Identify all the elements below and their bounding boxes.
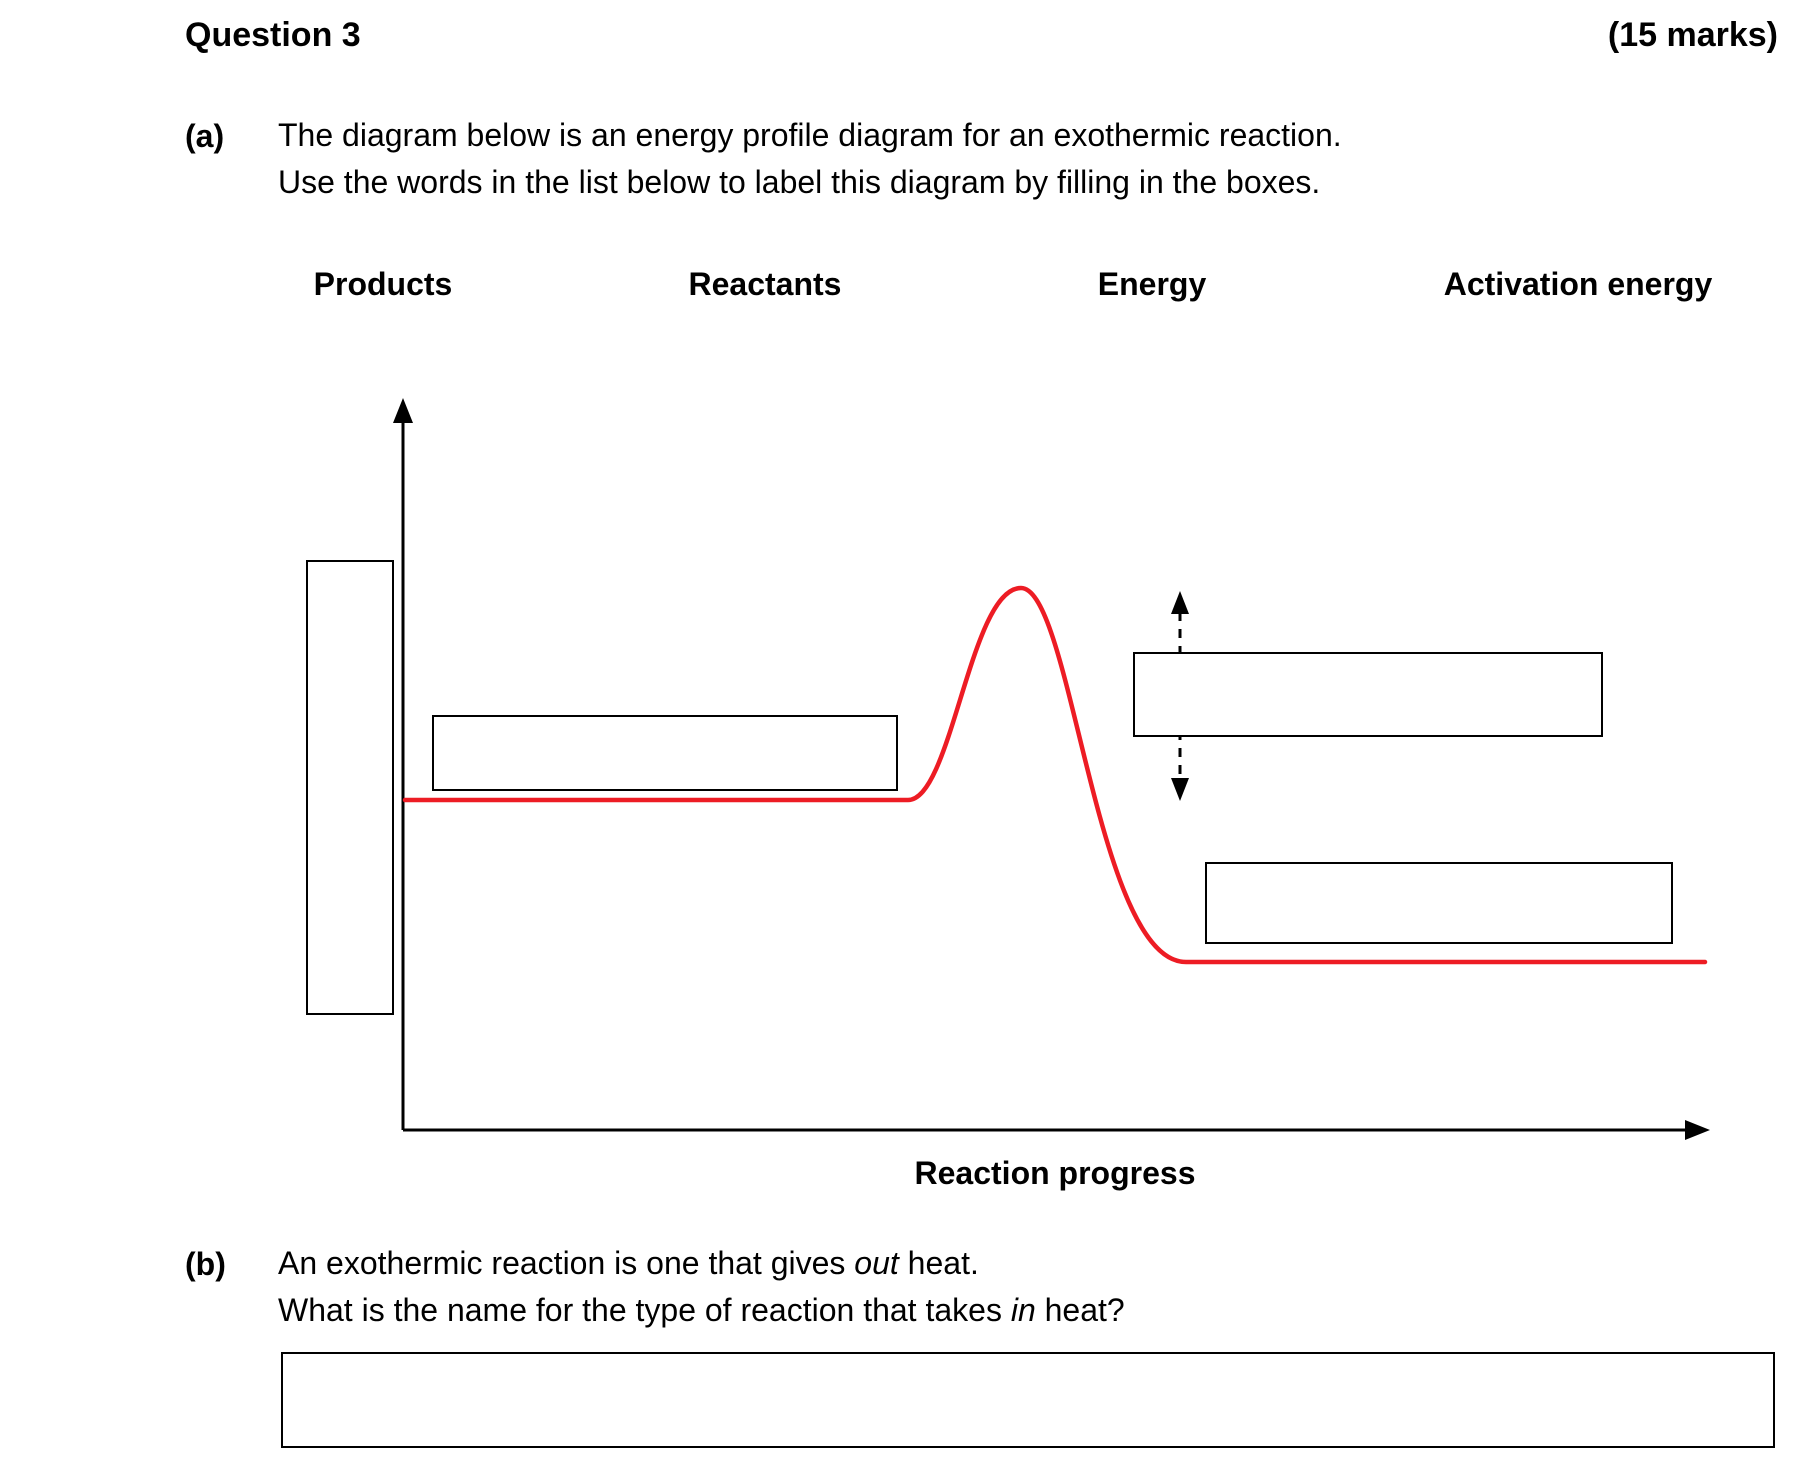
part-a-line2: Use the words in the list below to label… <box>278 164 1321 200</box>
part-b-line2-pre: What is the name for the type of reactio… <box>278 1292 1011 1328</box>
y-axis-arrowhead-icon <box>393 398 413 423</box>
part-a-label: (a) <box>185 118 225 154</box>
part-b-line1-post: heat. <box>898 1245 979 1281</box>
part-b-line2-post: heat? <box>1035 1292 1125 1328</box>
word-energy: Energy <box>1097 266 1207 302</box>
part-b-answer-box[interactable] <box>281 1352 1775 1448</box>
activation-arrow-up-icon <box>1171 591 1189 614</box>
word-products: Products <box>313 266 453 302</box>
part-b-line1-em: out <box>854 1245 899 1281</box>
part-b-line2: What is the name for the type of reactio… <box>278 1287 1578 1334</box>
activation-energy-label-box[interactable] <box>1133 652 1603 737</box>
x-axis-arrowhead-icon <box>1685 1120 1710 1140</box>
reactants-label-box[interactable] <box>432 715 898 791</box>
energy-axis-label-box[interactable] <box>306 560 394 1015</box>
marks-label: (15 marks) <box>1607 16 1778 54</box>
part-b-text: An exothermic reaction is one that gives… <box>278 1240 1578 1334</box>
word-activation-energy: Activation energy <box>1443 266 1713 302</box>
part-a-line1: The diagram below is an energy profile d… <box>278 117 1342 153</box>
part-b-label: (b) <box>185 1246 226 1282</box>
part-b-line2-em: in <box>1010 1292 1036 1328</box>
question-title: Question 3 <box>185 16 361 54</box>
part-b-line1: An exothermic reaction is one that gives… <box>278 1240 1578 1287</box>
activation-arrow-down-icon <box>1171 778 1189 801</box>
products-label-box[interactable] <box>1205 862 1673 944</box>
word-reactants: Reactants <box>688 266 842 302</box>
part-a-text: The diagram below is an energy profile d… <box>278 112 1538 206</box>
x-axis-title: Reaction progress <box>914 1155 1196 1191</box>
part-b-line1-pre: An exothermic reaction is one that gives <box>278 1245 855 1281</box>
